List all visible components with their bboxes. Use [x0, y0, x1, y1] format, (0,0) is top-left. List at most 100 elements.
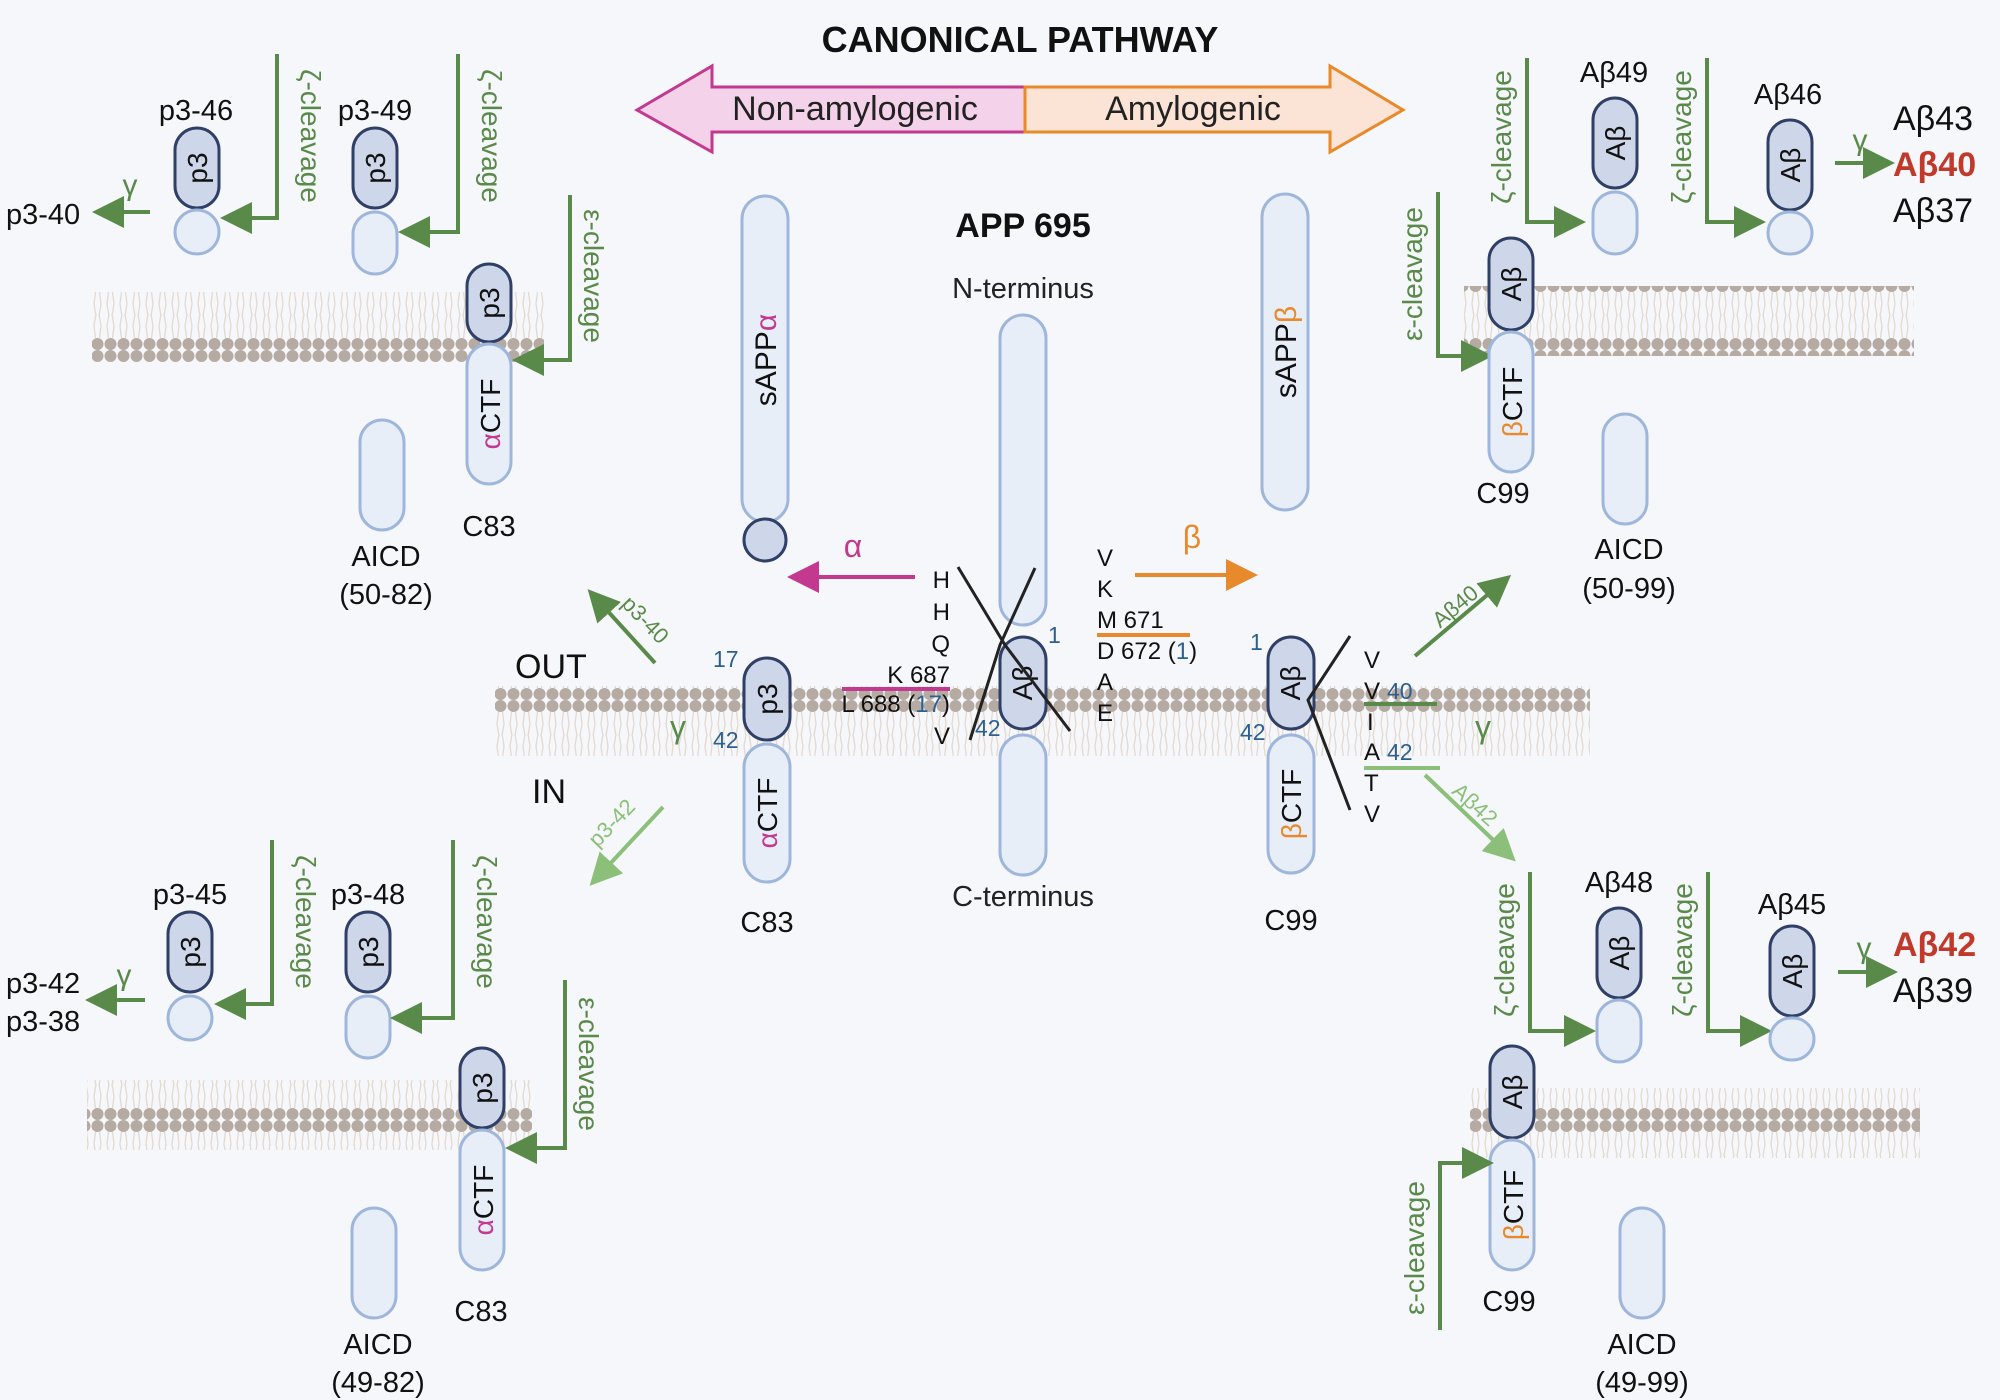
aicd-pill-tl [358, 418, 406, 532]
ab49-tail [1591, 190, 1639, 256]
beta-residue-e: E [1097, 700, 1113, 727]
c83-label-bl: C83 [454, 1296, 507, 1328]
ab48-pill [1595, 906, 1643, 1000]
app-intracellular-domain [998, 733, 1048, 877]
aicd-range-bl: (49-82) [331, 1367, 425, 1399]
cleavage-cross [956, 566, 1072, 741]
gamma-cut-marker [1306, 635, 1352, 811]
zeta-label-tr-1: ζ-cleavage [1486, 70, 1517, 204]
ab49-label: Aβ49 [1580, 57, 1648, 89]
zeta-arrow-br-1 [1528, 872, 1596, 1047]
tm-residue-t: T [1364, 770, 1379, 797]
p3-45-label: p3-45 [153, 879, 227, 911]
ab37-product: Aβ37 [1893, 192, 1973, 230]
sappa-label: sAPPα [750, 314, 783, 406]
epsilon-label-br: ε-cleavage [1399, 1181, 1430, 1315]
ab46-pill-label: Aβ [1775, 148, 1806, 183]
tr-membrane-abeta-label: Aβ [1496, 267, 1527, 302]
bottom-right-membrane [1470, 1088, 1920, 1158]
br-c99-label: C99 [1482, 1286, 1535, 1318]
zeta-arrow-4 [390, 840, 455, 1034]
in-label: IN [532, 773, 566, 811]
top-right-panel: ε-cleavage Aβ βCTF C99 ζ-cleavage Aβ49 A… [1397, 57, 1976, 605]
top-right-membrane [1464, 286, 1914, 356]
p3-46-label: p3-46 [159, 95, 233, 127]
br-membrane-abeta-pill [1488, 1044, 1536, 1140]
zeta-arrow-br-2 [1706, 872, 1772, 1047]
amylogenic-label: Amylogenic [1105, 90, 1281, 128]
beta-abeta-num-42: 42 [1240, 719, 1266, 745]
p3-38-product: p3-38 [6, 1006, 80, 1038]
p3-48-pill-label: p3 [353, 936, 384, 967]
zeta-label-1: ζ-cleavage [295, 69, 326, 203]
tr-beta-ctf-label: βCTF [1497, 367, 1528, 438]
p3-num-42: 42 [713, 727, 739, 753]
p3-49-pill-label: p3 [360, 152, 391, 183]
p3-42-arrow [589, 805, 665, 886]
beta-residue-m671: M 671 [1097, 607, 1164, 634]
beta-gamma: γ [1475, 709, 1491, 745]
tm-num-40: 40 [1387, 678, 1413, 704]
out-label: OUT [515, 648, 587, 686]
tm-num-42: 42 [1387, 739, 1413, 765]
p3-40-arrow-label: p3-40 [617, 591, 674, 649]
abeta-num-1: 1 [1048, 622, 1061, 648]
ab40-product: Aβ40 [1893, 146, 1976, 184]
beta-secretase-side: sAPPβ β V K M 671 D 672 (1) A E Aβ 1 42 … [1097, 192, 1491, 937]
center-app: APP 695 N-terminus Aβ C-terminus 1 42 OU… [495, 207, 1590, 913]
zeta-arrow-1 [220, 54, 279, 234]
tr-c99-label: C99 [1476, 478, 1529, 510]
diagram-title: CANONICAL PATHWAY [822, 19, 1219, 60]
ab48-label: Aβ48 [1585, 867, 1653, 899]
center-beta-ctf-label: βCTF [1276, 769, 1307, 840]
tr-membrane-abeta-pill [1487, 236, 1535, 332]
zeta-label-3: ζ-cleavage [290, 855, 321, 989]
aicd-label-tl: AICD [351, 541, 420, 573]
alpha-ctf-pill-tl [465, 342, 513, 486]
beta-abeta-num-1: 1 [1250, 629, 1263, 655]
amylogenic-arrow [1023, 63, 1406, 155]
epsilon-arrow-tr [1436, 192, 1493, 372]
center-p3 [742, 656, 792, 742]
center-c83-label: C83 [740, 907, 793, 939]
p3-48-tail [344, 994, 392, 1060]
membrane-p3-pill-bl [458, 1046, 506, 1130]
p3-45-pill-label: p3 [175, 936, 206, 967]
ab46-label: Aβ46 [1754, 79, 1822, 111]
alpha-residue-q: Q [931, 631, 950, 658]
center-beta-ctf [1266, 733, 1316, 875]
p3-45-tail [166, 994, 214, 1042]
epsilon-label-tr: ε-cleavage [1397, 207, 1428, 341]
p3-40-product: p3-40 [6, 199, 80, 231]
membrane-p3-pill [465, 262, 513, 344]
alpha-symbol: α [844, 528, 863, 564]
bottom-left-membrane [87, 1080, 532, 1150]
app-extracellular-domain [998, 313, 1048, 627]
pathway-direction-arrow: Non-amylogenic Amylogenic [633, 63, 1406, 155]
p3-48-pill [344, 910, 392, 994]
membrane-p3-label: p3 [474, 287, 505, 318]
zeta-arrow-3 [214, 840, 274, 1020]
alpha-residue-v: V [934, 723, 950, 750]
alpha-secretase-side: sAPPα α H H Q K 687 L 688 (17) V p3 17 4… [670, 194, 950, 939]
n-terminus-label: N-terminus [952, 273, 1094, 305]
abeta-num-42: 42 [975, 715, 1001, 741]
gamma-br: γ [1857, 932, 1872, 965]
ab46-tail [1766, 210, 1814, 256]
p3-49-pill [351, 126, 399, 210]
p3-45-pill [166, 910, 214, 994]
aicd-pill-bl [350, 1206, 398, 1320]
zeta-label-tr-2: ζ-cleavage [1666, 70, 1697, 204]
zeta-arrow-tr-2 [1705, 58, 1766, 238]
ab39-product: Aβ39 [1893, 972, 1973, 1010]
gamma-bl: γ [117, 959, 132, 992]
c-terminus-label: C-terminus [952, 881, 1094, 913]
alpha-residue-l688: L 688 (17) [841, 691, 950, 718]
app-695-label: APP 695 [955, 207, 1090, 245]
zeta-arrow-2 [398, 54, 460, 248]
membrane-p3-label-bl: p3 [467, 1072, 498, 1103]
center-c99-label: C99 [1264, 905, 1317, 937]
aicd-range-tl: (50-82) [339, 579, 433, 611]
p3-46-pill-label: p3 [182, 152, 213, 183]
alpha-ctf-label-bl: αCTF [468, 1165, 499, 1236]
